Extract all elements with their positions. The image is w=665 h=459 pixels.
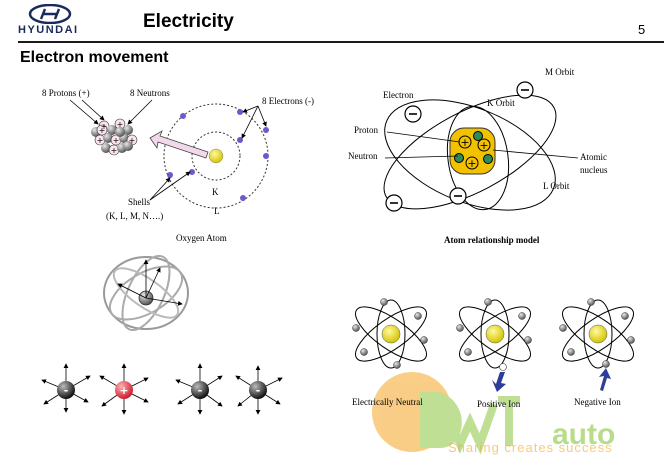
svg-text:+: + (467, 157, 476, 170)
oxygen-nucleus (208, 148, 224, 164)
atom-relationship-model: +++ (383, 81, 579, 212)
neutron-label: Neutron (348, 151, 378, 161)
svg-text:+: + (97, 136, 104, 145)
negative-ion-arrow (599, 368, 611, 391)
page-number: 5 (638, 22, 646, 37)
hyundai-logo (28, 4, 72, 24)
protons-label: 8 Protons (+) (42, 88, 90, 98)
svg-text:+: + (99, 126, 106, 135)
svg-text:-: - (256, 384, 261, 397)
oxygen-electrons (167, 109, 269, 201)
svg-text:+: + (129, 136, 136, 145)
section-title: Electron movement (20, 49, 169, 66)
l-orbit-label: L Orbit (543, 181, 570, 191)
svg-text:+: + (101, 122, 108, 131)
ion-atoms (352, 298, 635, 392)
page-title: Electricity (143, 11, 234, 32)
orbit-electrons (385, 81, 534, 212)
neutral-atom (352, 298, 428, 369)
watermark-tagline: Sharing creates success (448, 440, 613, 455)
svg-text:+: + (111, 146, 118, 155)
hyundai-logo-emblem (28, 4, 72, 24)
svg-text:+: + (119, 384, 128, 397)
atom-model-caption: Atom relationship model (444, 235, 540, 245)
brand-name: HYUNDAI (18, 24, 79, 36)
proton-neutron-cluster: +++ ++++ (91, 118, 138, 156)
svg-text:+: + (117, 120, 124, 129)
oxygen-atom-caption: Oxygen Atom (176, 233, 227, 243)
positive-ion-label: Positive Ion (477, 399, 521, 409)
svg-text:+: + (479, 139, 488, 152)
l-shell-label: L (214, 206, 220, 216)
neutrons-label: 8 Neutrons (130, 88, 170, 98)
m-orbit-label: M Orbit (545, 67, 575, 77)
k-shell-label: K (212, 187, 219, 197)
header-divider (18, 41, 664, 43)
charge-field-icons: - + - - (41, 363, 283, 415)
shells-label: Shells (128, 197, 151, 207)
k-orbit-label: K Orbit (487, 98, 515, 108)
atomic-label: Atomic (580, 152, 607, 162)
neutral-ion-label: Electrically Neutral (352, 397, 423, 407)
svg-text:+: + (113, 136, 120, 145)
svg-text:-: - (64, 384, 69, 397)
svg-text:-: - (198, 384, 203, 397)
watermark-logo (372, 372, 520, 455)
pointer-arrow (149, 130, 209, 159)
svg-text:+: + (460, 136, 469, 149)
shells-list: (K, L, M, N….) (106, 211, 164, 221)
atom-3d-sketch (103, 254, 189, 332)
positive-ion-arrow (492, 372, 506, 392)
oxygen-atom-diagram: +++ ++++ (69, 99, 269, 209)
electrons-label: 8 Electrons (-) (262, 96, 314, 106)
nucleus-label: nucleus (580, 165, 608, 175)
watermark-text: auto (552, 418, 616, 451)
electron-label: Electron (383, 90, 414, 100)
proton-label: Proton (354, 125, 379, 135)
positive-ion-atom (456, 298, 532, 392)
negative-ion-label: Negative Ion (574, 397, 621, 407)
negative-ion-atom (559, 298, 635, 391)
